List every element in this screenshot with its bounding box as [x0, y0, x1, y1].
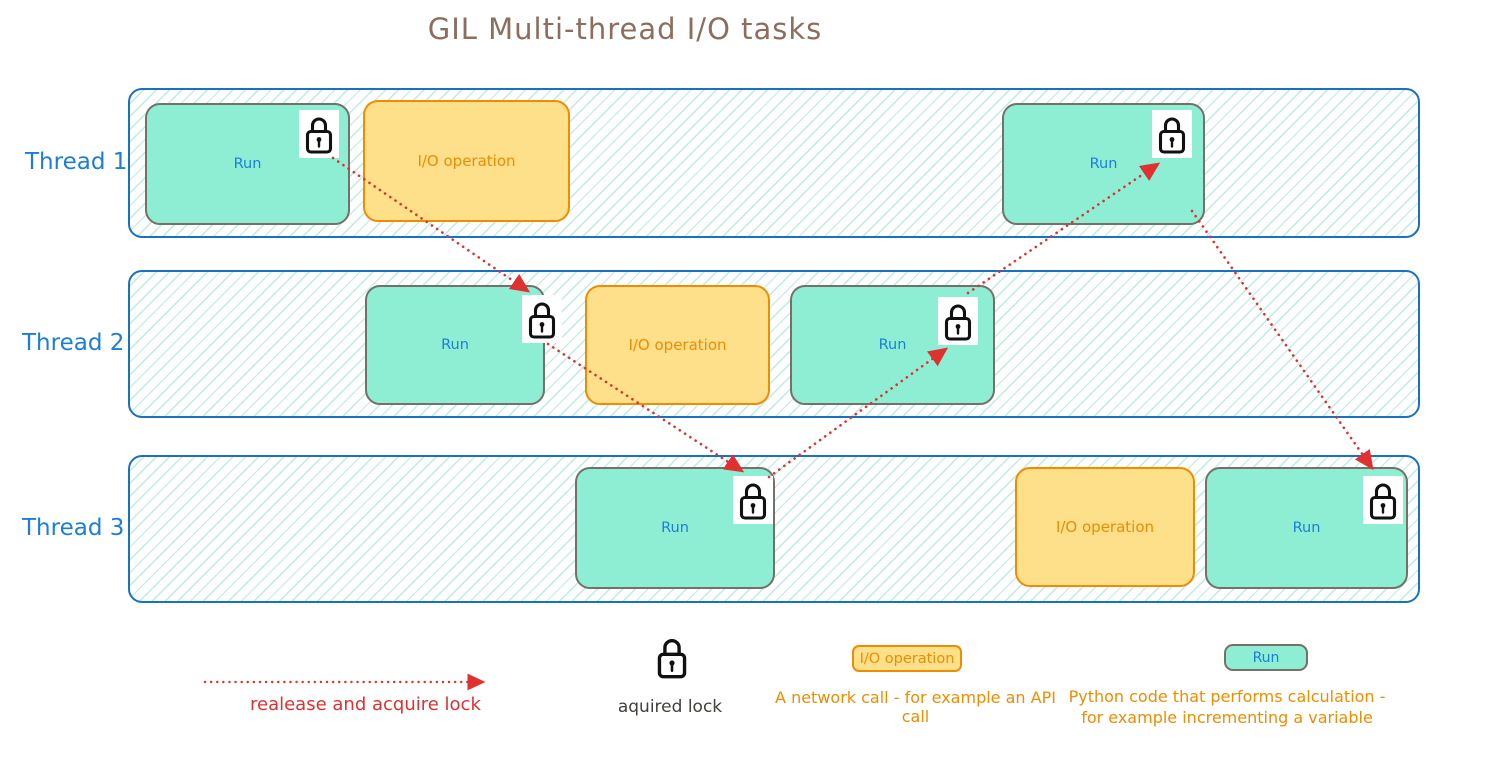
run-block-label: Run [878, 337, 907, 353]
lock-icon [522, 295, 562, 343]
legend-io-description: A network call - for example an API call [775, 688, 1056, 726]
lock-icon [299, 110, 339, 158]
legend-arrow-label: realease and acquire lock [250, 694, 481, 715]
io-block-label: I/O operation [628, 336, 727, 354]
run-block-label: Run [441, 337, 469, 353]
thread2-io-block: I/O operation [585, 285, 770, 405]
thread-2-label: Thread 2 [22, 330, 125, 356]
thread2-run-block-1: Run [365, 285, 545, 405]
lock-icon [733, 476, 773, 524]
legend-io-chip: I/O operation [852, 645, 962, 672]
thread1-io-block: I/O operation [363, 100, 570, 222]
lock-icon [650, 631, 694, 683]
legend-run-description: Python code that performs calculation - … [1068, 687, 1386, 727]
run-block-label: Run [233, 156, 262, 172]
lock-icon [1152, 110, 1192, 158]
thread3-io-block: I/O operation [1015, 467, 1195, 587]
thread-2-lane [128, 270, 1420, 418]
io-block-label: I/O operation [1055, 518, 1155, 536]
run-block-label: Run [1089, 156, 1118, 172]
legend-run-chip-label: Run [1252, 649, 1280, 666]
legend-run-chip: Run [1224, 644, 1308, 671]
legend-io-chip-label: I/O operation [859, 650, 955, 667]
thread-1-label: Thread 1 [25, 149, 128, 175]
legend-lock-label: aquired lock [617, 697, 723, 717]
run-block-label: Run [1292, 520, 1321, 536]
lock-icon [1363, 476, 1403, 524]
thread-3-label: Thread 3 [22, 515, 125, 541]
io-block-label: I/O operation [417, 152, 516, 170]
diagram-title: GIL Multi-thread I/O tasks [427, 12, 823, 46]
lock-icon [938, 297, 978, 345]
run-block-label: Run [661, 520, 689, 536]
